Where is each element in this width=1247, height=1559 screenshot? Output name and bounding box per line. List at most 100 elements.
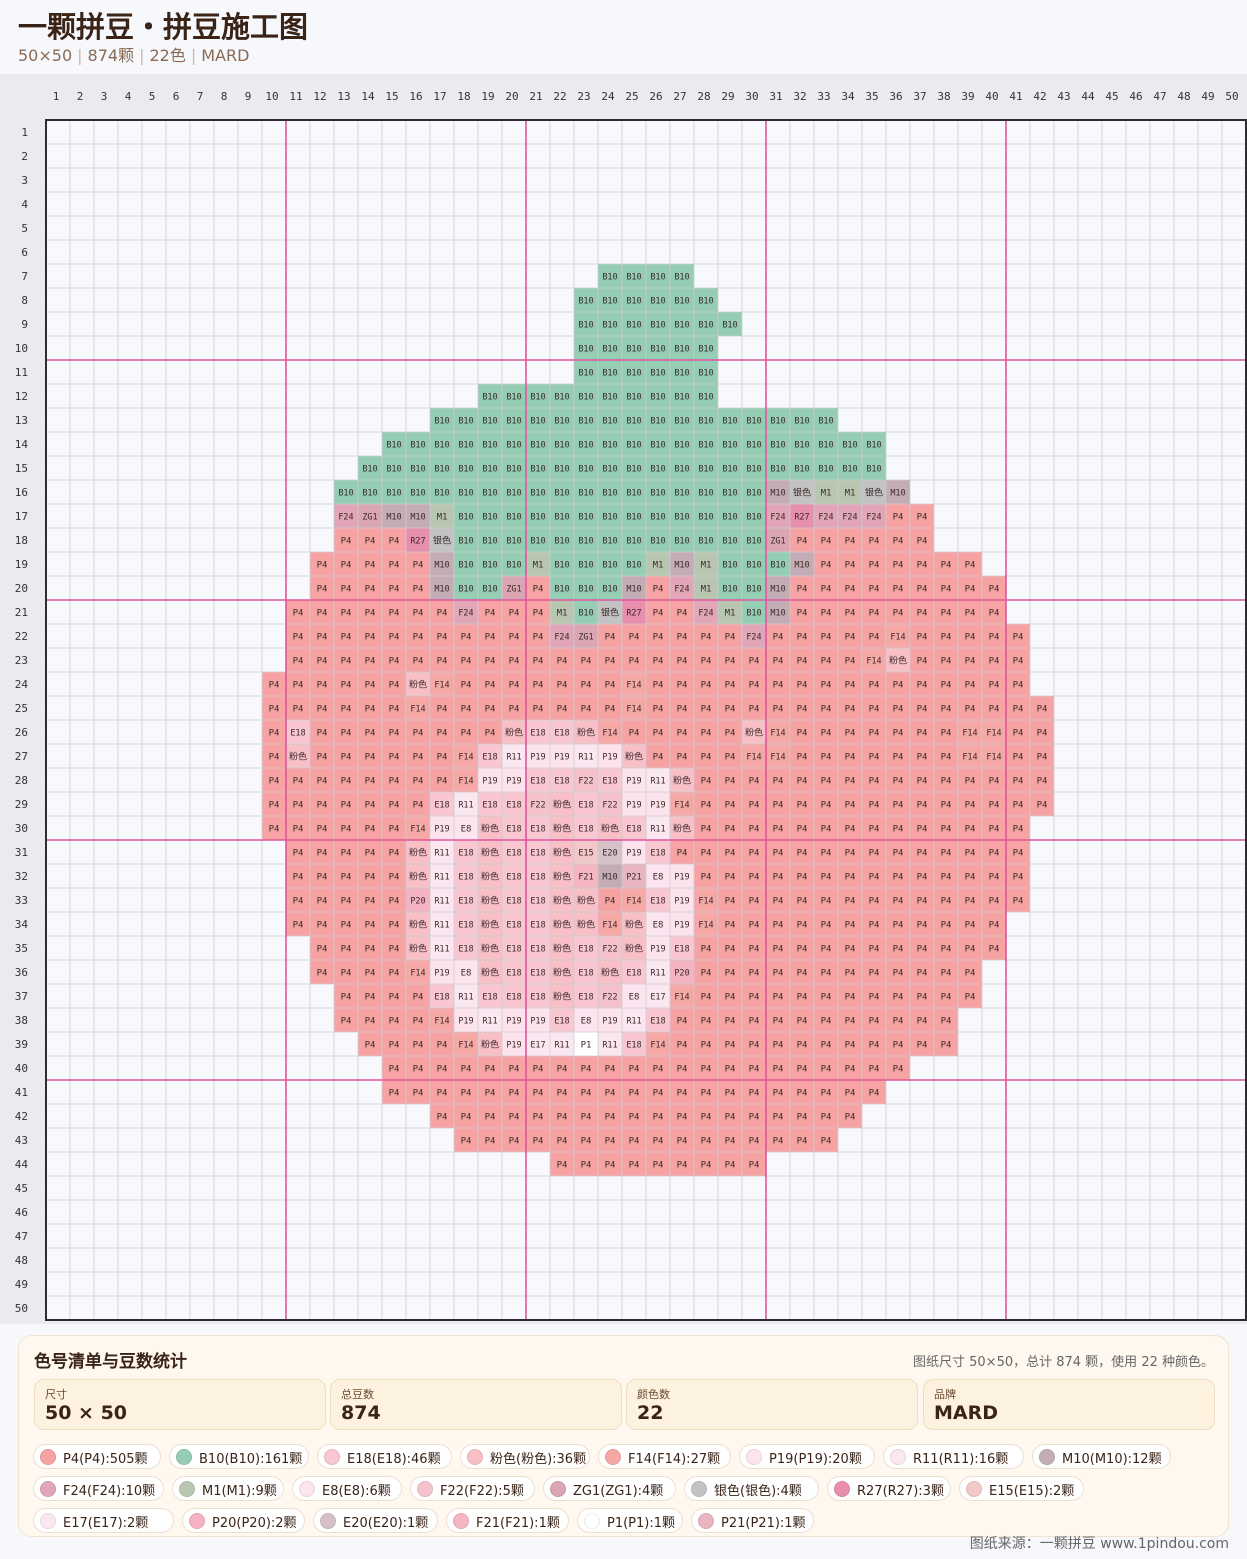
bead-code: P4 <box>293 777 304 787</box>
bead-cell <box>622 984 646 1008</box>
bead-cell <box>886 912 910 936</box>
bead-cell <box>934 696 958 720</box>
bead-cell <box>334 984 358 1008</box>
bead-cell <box>910 696 934 720</box>
bead-code: P4 <box>389 969 400 979</box>
bead-cell <box>358 600 382 624</box>
bead-cell <box>478 384 502 408</box>
row-label: 39 <box>15 1038 28 1051</box>
bead-cell <box>982 672 1006 696</box>
bead-code: P4 <box>965 657 976 667</box>
bead-code: P4 <box>893 849 904 859</box>
bead-code: E18 <box>530 969 545 979</box>
bead-cell <box>310 912 334 936</box>
bead-cell <box>478 528 502 552</box>
bead-code: B10 <box>458 585 473 595</box>
bead-cell <box>406 696 430 720</box>
bead-cell <box>838 1104 862 1128</box>
bead-cell <box>406 480 430 504</box>
bead-code: P4 <box>629 1113 640 1123</box>
bead-code: B10 <box>530 489 545 499</box>
bead-cell <box>670 864 694 888</box>
bead-cell <box>454 720 478 744</box>
row-label: 46 <box>15 1206 28 1219</box>
bead-code: P4 <box>1013 801 1024 811</box>
bead-code: P4 <box>989 705 1000 715</box>
bead-code: P4 <box>389 993 400 1003</box>
bead-cell <box>646 888 670 912</box>
bead-cell <box>814 696 838 720</box>
bead-cell <box>982 936 1006 960</box>
bead-cell <box>646 600 670 624</box>
bead-cell <box>430 528 454 552</box>
column-label: 15 <box>385 90 398 103</box>
bead-code: E18 <box>578 801 593 811</box>
bead-code: P4 <box>533 705 544 715</box>
bead-code: P4 <box>581 1161 592 1171</box>
bead-code: P4 <box>365 585 376 595</box>
bead-code: E18 <box>458 849 473 859</box>
bead-code: P4 <box>269 705 280 715</box>
bead-code: P4 <box>869 633 880 643</box>
bead-cell <box>286 624 310 648</box>
bead-cell <box>814 936 838 960</box>
bead-code: M1 <box>437 513 448 523</box>
bead-cell <box>574 288 598 312</box>
color-swatch <box>40 1513 56 1529</box>
bead-cell <box>382 984 406 1008</box>
bead-code: B10 <box>698 441 713 451</box>
bead-code: E18 <box>506 945 521 955</box>
bead-cell <box>790 840 814 864</box>
color-swatch <box>746 1449 762 1465</box>
bead-cell <box>550 936 574 960</box>
bead-cell <box>694 1104 718 1128</box>
color-swatch <box>417 1481 433 1497</box>
bead-cell <box>742 600 766 624</box>
bead-cell <box>502 960 526 984</box>
bead-code: P4 <box>677 1065 688 1075</box>
bead-code: B10 <box>482 585 497 595</box>
bead-code: F24 <box>818 513 833 523</box>
bead-cell <box>790 1128 814 1152</box>
bead-code: F24 <box>698 609 713 619</box>
bead-cell <box>430 888 454 912</box>
bead-cell <box>430 864 454 888</box>
bead-cell <box>718 528 742 552</box>
bead-code: P4 <box>605 897 616 907</box>
bead-code: P4 <box>317 873 328 883</box>
column-label: 27 <box>673 90 686 103</box>
bead-cell <box>382 744 406 768</box>
bead-cell <box>742 1128 766 1152</box>
bead-cell <box>670 912 694 936</box>
bead-cell <box>622 456 646 480</box>
bead-cell <box>790 576 814 600</box>
bead-code: P4 <box>893 945 904 955</box>
row-label: 30 <box>15 822 28 835</box>
bead-code: P4 <box>821 921 832 931</box>
bead-cell <box>646 840 670 864</box>
bead-cell <box>454 984 478 1008</box>
bead-code: P4 <box>845 1041 856 1051</box>
column-label: 30 <box>745 90 758 103</box>
bead-cell <box>670 648 694 672</box>
bead-code: F14 <box>458 1041 473 1051</box>
bead-cell <box>814 1128 838 1152</box>
bead-code: P4 <box>437 633 448 643</box>
bead-code: P4 <box>701 1161 712 1171</box>
bead-cell <box>550 504 574 528</box>
bead-cell <box>310 960 334 984</box>
bead-code: P4 <box>749 993 760 1003</box>
bead-cell <box>334 912 358 936</box>
bead-cell <box>574 504 598 528</box>
bead-code: P4 <box>845 825 856 835</box>
bead-code: M1 <box>701 585 712 595</box>
bead-code: P4 <box>389 561 400 571</box>
bead-code: E8 <box>629 993 640 1003</box>
bead-code: E18 <box>554 777 569 787</box>
bead-code: B10 <box>674 489 689 499</box>
bead-code: F14 <box>458 753 473 763</box>
bead-cell <box>454 480 478 504</box>
bead-code: P4 <box>941 753 952 763</box>
bead-code: B10 <box>602 273 617 283</box>
